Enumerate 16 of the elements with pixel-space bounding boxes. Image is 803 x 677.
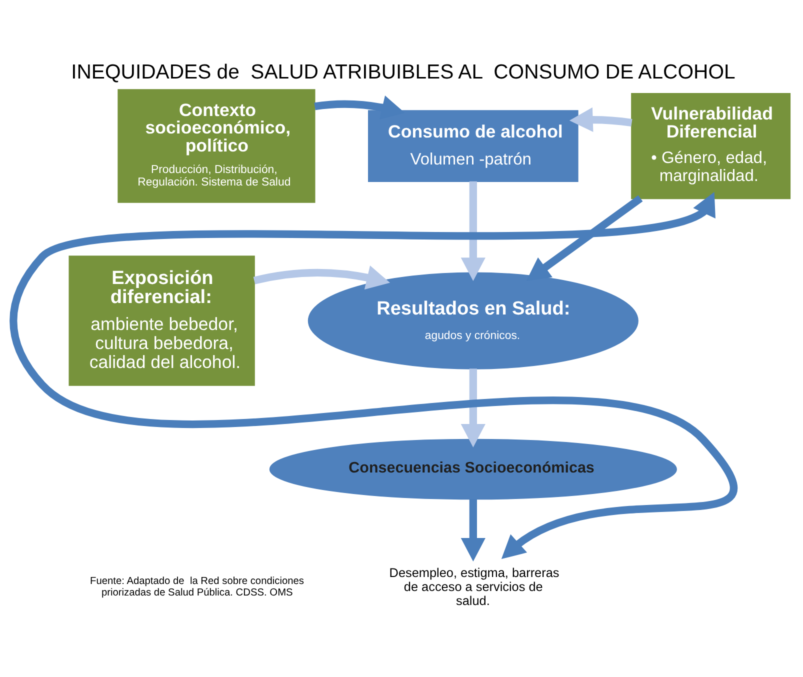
arrow — [460, 498, 486, 561]
arrow — [460, 180, 486, 281]
node-ellipse: Resultados en Salud: agudos y crónicos. — [308, 272, 638, 369]
diagram-title: INEQUIDADES de SALUD ATRIBUIBLES AL CONSUMO DE ALCOHOL — [71, 60, 736, 83]
node-box: Exposición diferencial: ambiente bebedor, cultura bebedora, calidad del alcohol. — [68, 255, 255, 386]
arrow — [569, 106, 632, 132]
arrow — [10, 191, 736, 559]
node-box: Vulnerabilidad Diferencial • Género, edad, marginalidad. — [631, 92, 791, 199]
node-box: Consumo de alcohol Volumen -patrón — [368, 110, 578, 182]
node-ellipse: Consecuencias Socioeconómicas — [269, 438, 677, 500]
arrow — [253, 264, 390, 289]
node-box: Contexto socioeconómico, político Producción, Distribución, Regulación. Sistema de Salud — [118, 88, 316, 202]
arrow — [526, 194, 643, 281]
arrow — [314, 95, 406, 119]
node-text: Desempleo, estigma, barreras de acceso a servicios de salud. — [389, 566, 560, 608]
label: Fuente: Adaptado de la Red sobre condiciones priorizadas de Salud Pública. CDSS. OMS — [90, 575, 304, 598]
